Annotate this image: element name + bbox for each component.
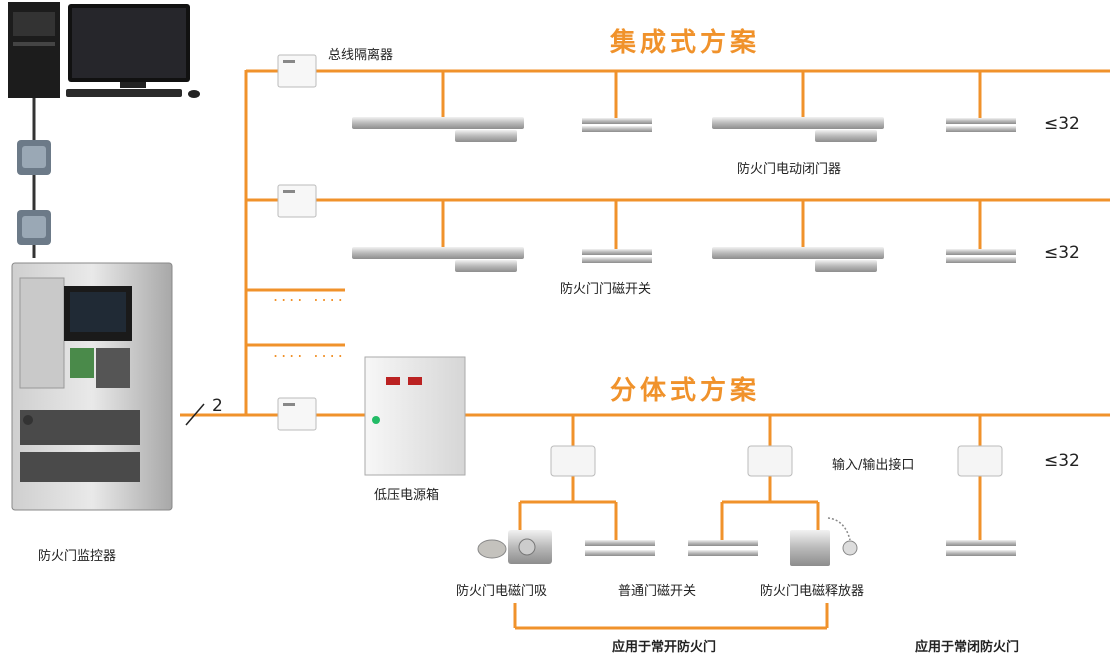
io-module-icon [957,445,1003,477]
door-closer-icon [352,117,524,142]
label-normal-magnetic-switch: 普通门磁开关 [618,584,697,599]
label-electric-closer: 防火门电动闭门器 [737,162,842,177]
label-em-door-holder: 防火门电磁门吸 [456,584,548,599]
magnetic-switch-icon [946,249,1016,263]
bus-lines [180,69,1110,630]
door-closer-icon [352,247,524,272]
converter-icon [17,210,51,245]
isolator-icon [277,184,317,218]
count-row1: ≤32 [1044,114,1080,134]
isolator-icon [277,54,317,88]
door-closer-icon [712,247,884,272]
converter-icon [17,140,51,175]
magnetic-switch-icon [688,540,758,556]
count-row3: ≤32 [1044,451,1080,471]
label-em-release: 防火门电磁释放器 [760,584,865,599]
magnetic-switch-icon [946,540,1016,556]
io-module-icon [747,445,793,477]
title-integrated-scheme: 集成式方案 [610,28,761,58]
count-row2: ≤32 [1044,243,1080,263]
label-door-monitor: 防火门监控器 [38,549,117,564]
label-io-interface: 输入/输出接口 [832,458,915,473]
magnetic-switch-icon [946,118,1016,132]
isolator-icon [277,397,317,431]
label-door-magnetic-switch: 防火门门磁开关 [560,282,652,297]
release-device-icon [790,517,858,566]
door-closer-icon [712,117,884,142]
bus-wire-count: 2 [212,396,223,416]
label-usage-normally-open: 应用于常开防火门 [612,640,717,655]
io-module-icon [550,445,596,477]
label-bus-isolator: 总线隔离器 [328,48,394,63]
monitor-panel-icon [11,262,173,511]
magnetic-switch-icon [582,249,652,263]
ellipsis-row4: .... .... [273,342,346,361]
magnetic-switch-icon [582,118,652,132]
power-box-icon [364,356,466,476]
label-low-voltage-power-box: 低压电源箱 [374,488,440,503]
ellipsis-row3: .... .... [273,286,346,305]
computer-icon [8,2,200,98]
door-holder-icon [477,530,552,564]
title-split-scheme: 分体式方案 [610,376,761,406]
label-usage-normally-closed: 应用于常闭防火门 [915,640,1020,655]
wire-count-slash [185,403,205,426]
magnetic-switch-icon [585,540,655,556]
